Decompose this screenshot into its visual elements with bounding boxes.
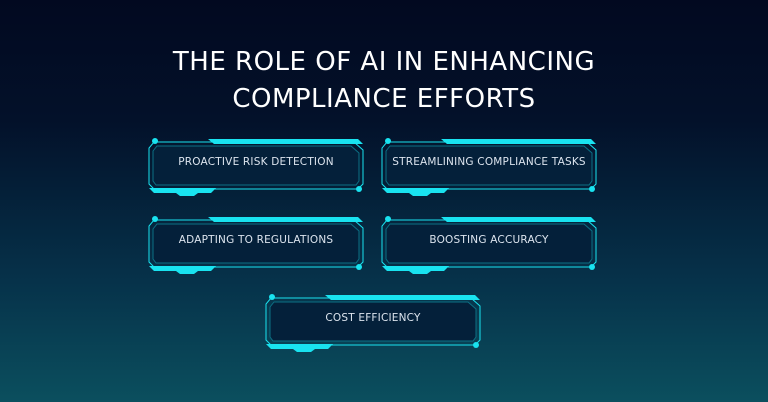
item-label: BOOSTING ACCURACY [429,234,549,246]
item-label: STREAMLINING COMPLIANCE TASKS [392,156,586,168]
item-cost-efficiency: COST EFFICIENCY [263,292,483,354]
item-proactive-risk-detection: PROACTIVE RISK DETECTION [146,136,366,198]
title-line-2: COMPLIANCE EFFORTS [232,84,536,114]
corner-dot [385,216,391,222]
box-frame [265,294,481,352]
box-frame [381,138,597,196]
item-label: PROACTIVE RISK DETECTION [178,156,334,168]
corner-dot [152,138,158,144]
corner-dot [356,264,362,270]
corner-dot [589,186,595,192]
corner-dot [269,294,275,300]
corner-dot [589,264,595,270]
item-label: COST EFFICIENCY [325,312,421,324]
corner-dot [385,138,391,144]
item-adapting-to-regulations: ADAPTING TO REGULATIONS [146,214,366,276]
box-frame [148,216,364,274]
item-label: ADAPTING TO REGULATIONS [178,234,334,246]
corner-dot [152,216,158,222]
corner-dot [356,186,362,192]
item-boosting-accuracy: BOOSTING ACCURACY [379,214,599,276]
page-title: THE ROLE OF AI IN ENHANCING COMPLIANCE E… [0,44,768,118]
item-streamlining-compliance-tasks: STREAMLINING COMPLIANCE TASKS [379,136,599,198]
box-frame [148,138,364,196]
corner-dot [473,342,479,348]
title-line-1: THE ROLE OF AI IN ENHANCING [172,47,596,77]
box-frame [381,216,597,274]
